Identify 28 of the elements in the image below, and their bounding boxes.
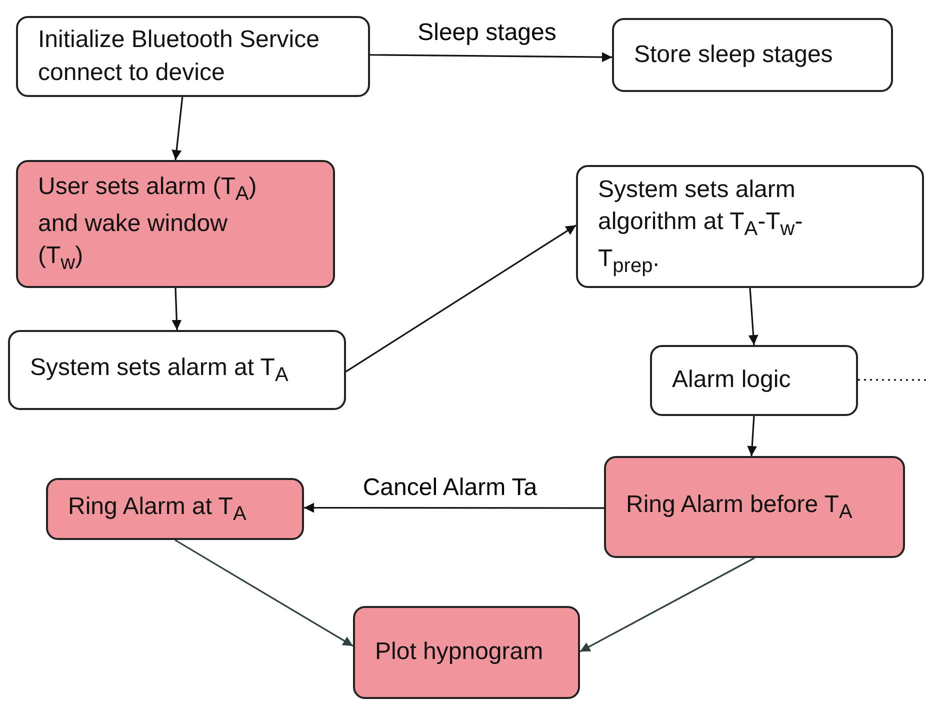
node-text: Plot hypnogram — [375, 637, 544, 668]
node-text: User sets alarm (T$_{A}$) and wake window (T$_{w}$) — [38, 172, 258, 276]
node-text: Ring Alarm before T$_{A}$ — [626, 490, 852, 524]
arrow — [748, 288, 758, 346]
arrow — [174, 539, 354, 647]
node-text: System sets alarm at T$_{A}$ — [30, 352, 288, 388]
arrow — [747, 416, 758, 456]
arrow — [370, 52, 612, 62]
arrow — [172, 288, 182, 330]
arrow — [172, 96, 184, 160]
node-text: Alarm logic — [672, 365, 791, 396]
process-box — [353, 606, 580, 699]
arrow — [346, 224, 576, 372]
process-box — [16, 16, 370, 97]
process-box — [612, 18, 893, 92]
dotted-line — [858, 379, 926, 381]
process-box — [576, 165, 924, 288]
node-text: System sets alarm algorithm at T$_{A}$-T$_{w}$- T$_{prep}$. — [598, 174, 804, 278]
node-text: Initialize Bluetooth Service connect to device — [38, 25, 320, 88]
node-text: Ring Alarm at T$_{A}$ — [68, 492, 246, 526]
process-box — [604, 456, 905, 558]
arrow — [304, 502, 604, 513]
node-text: Store sleep stages — [634, 40, 833, 70]
process-box — [8, 330, 346, 410]
process-box — [46, 478, 304, 540]
arrow — [580, 557, 755, 652]
process-box — [16, 160, 335, 288]
process-box — [650, 345, 858, 416]
